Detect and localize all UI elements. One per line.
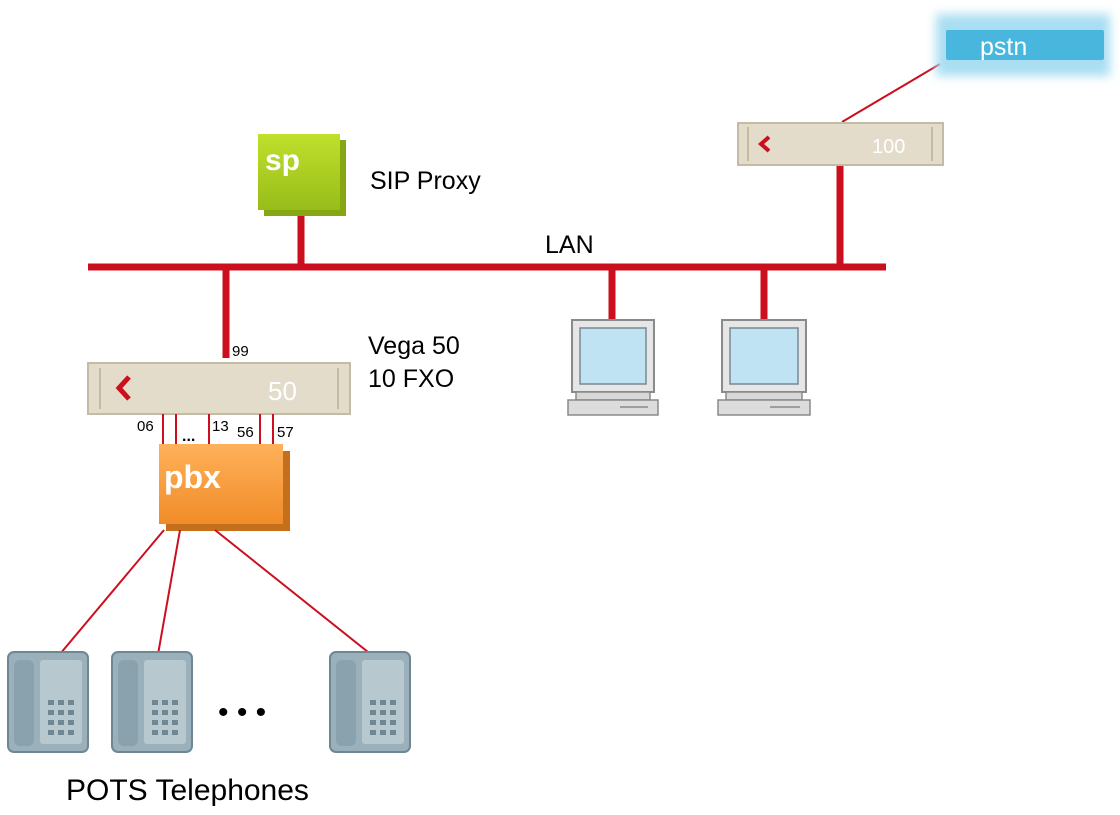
vega50-display: 50 <box>268 376 297 406</box>
lan-label: LAN <box>545 231 594 259</box>
chevron-left-icon <box>757 135 771 153</box>
vega100-gateway: 100 <box>737 122 944 166</box>
vega50-label-line1: Vega 50 <box>368 332 460 360</box>
vega50-label-line2: 10 FXO <box>368 365 454 393</box>
telephones-label: POTS Telephones <box>66 774 309 807</box>
pstn-node: pstn <box>936 14 1110 76</box>
pstn-label: pstn <box>980 33 1027 61</box>
link-pstn <box>841 63 941 123</box>
pstn-box <box>946 30 1104 60</box>
workstation-2 <box>717 319 811 416</box>
fxo-port-ellipsis: ... <box>182 428 195 445</box>
chevron-left-icon <box>115 375 131 401</box>
vega50-gateway: 50 <box>87 362 351 415</box>
pbx-node: pbx <box>159 444 290 531</box>
fxo-port-56: 56 <box>237 424 254 441</box>
sip-proxy-label: SIP Proxy <box>370 167 481 195</box>
vega50-port-label: 99 <box>232 343 249 360</box>
telephone-2 <box>111 651 193 753</box>
pbx-label: pbx <box>164 459 221 495</box>
fxo-port-13: 13 <box>212 418 229 435</box>
fxo-port-57: 57 <box>277 424 294 441</box>
telephones-ellipsis: • • • <box>218 696 266 729</box>
telephone-3 <box>329 651 411 753</box>
phone-links <box>54 529 379 661</box>
lan-links <box>88 165 886 358</box>
sip-proxy-node: sp <box>258 134 346 216</box>
telephone-1 <box>7 651 89 753</box>
fxo-port-06: 06 <box>137 418 154 435</box>
sip-proxy-icon-text: sp <box>265 144 300 177</box>
workstation-1 <box>567 319 659 416</box>
vega100-display: 100 <box>872 136 905 158</box>
